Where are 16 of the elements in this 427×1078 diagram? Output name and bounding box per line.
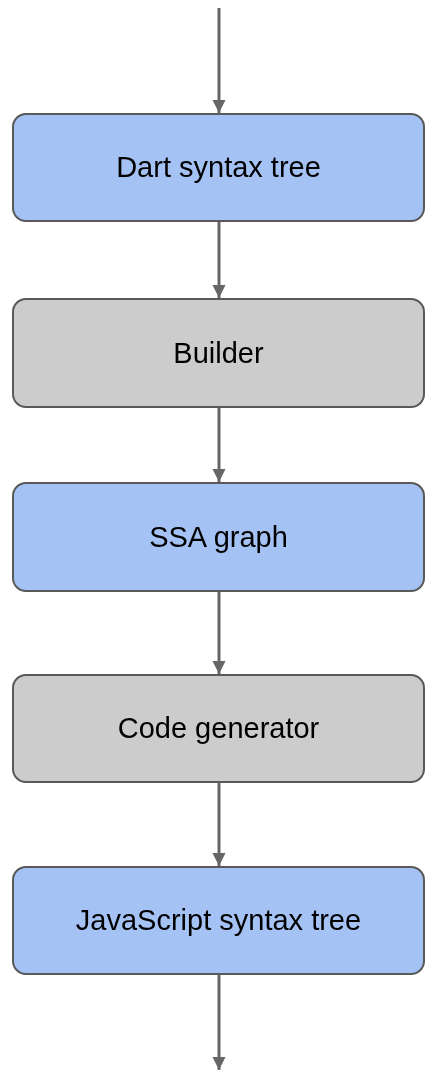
box-label: SSA graph [149,520,288,554]
box-label: JavaScript syntax tree [75,904,362,937]
process-box [12,113,425,222]
arrow [212,783,226,866]
process-box [12,674,425,783]
box-label: Dart syntax tree [116,151,321,184]
box-label: Code generator [117,712,320,745]
box-label: Builder [173,336,264,370]
arrow [212,8,226,113]
process-box [12,482,425,592]
process-box [12,298,425,408]
arrow [212,222,226,298]
process-box [12,866,425,975]
arrow [212,592,226,674]
arrow [212,975,226,1070]
arrow [212,408,226,482]
